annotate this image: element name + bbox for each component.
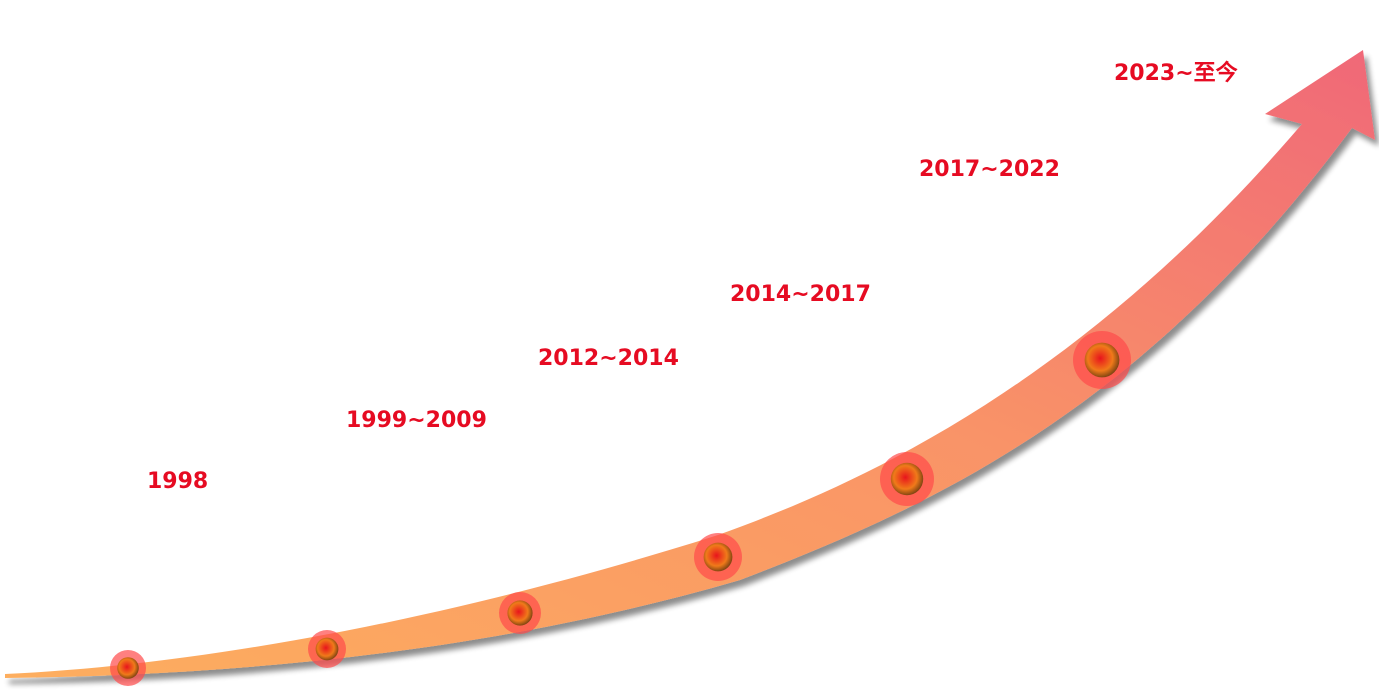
growth-arrow [5, 50, 1375, 678]
milestone-node [880, 452, 934, 506]
milestone-node [308, 630, 346, 668]
milestone-label-2014-2017: 2014~2017 [730, 282, 871, 307]
milestone-label-2023-present: 2023~至今 [1114, 61, 1238, 86]
node-core [117, 657, 139, 679]
milestone-label-1999-2009: 1999~2009 [346, 408, 487, 433]
milestone-label-2012-2014: 2012~2014 [538, 346, 679, 371]
node-core [1084, 342, 1120, 378]
milestone-node [694, 533, 742, 581]
milestone-node [499, 592, 541, 634]
node-core [315, 637, 339, 661]
milestone-node [1073, 331, 1131, 389]
node-core [507, 600, 533, 626]
node-core [703, 542, 733, 572]
node-core [890, 462, 924, 496]
milestone-label-1998: 1998 [147, 469, 209, 494]
milestone-label-2017-2022: 2017~2022 [919, 157, 1060, 182]
milestone-node [110, 650, 146, 686]
